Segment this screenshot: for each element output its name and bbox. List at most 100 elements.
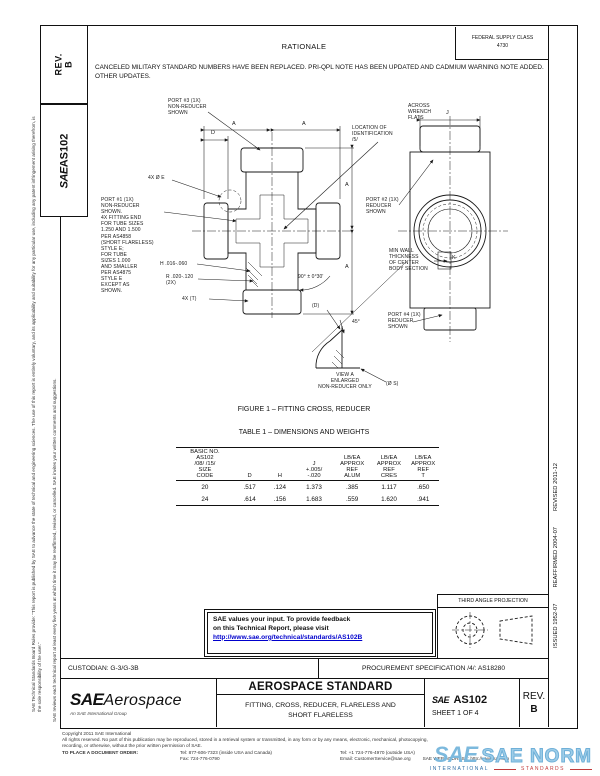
logo-tagline: An SAE International Group	[70, 711, 127, 716]
col-lb-cres: LB/EA APPROX REF CRES	[376, 455, 402, 479]
dim-j: J	[446, 110, 449, 116]
annotation-port2: PORT #2 (1X) REDUCER SHOWN	[366, 197, 399, 216]
cell: 1.683	[306, 495, 322, 503]
cell: 20	[201, 483, 209, 491]
dim-45deg: 45°	[352, 319, 360, 325]
feedback-line1: SAE values your input. To provide feedba…	[213, 616, 351, 623]
federal-supply-class-box: FEDERAL SUPPLY CLASS 4730	[455, 26, 549, 60]
tel-outside: Tel: +1 724-776-4970 (outside USA)	[340, 749, 415, 755]
doc-number-cell: SAE AS102 SHEET 1 OF 4	[425, 679, 520, 727]
cell: .650	[417, 483, 430, 491]
dimension-lines	[163, 111, 481, 383]
standard-title: FITTING, CROSS, REDUCER, FLARELESS AND S…	[245, 702, 396, 719]
dim-4x-e: 4X Ø E	[148, 175, 165, 181]
web-address: SAE WEB ADDRESS: http://www.sae.org	[422, 755, 509, 761]
col-d: D	[247, 473, 252, 479]
col-j: J +.005/ -.020	[305, 461, 323, 479]
watermark-dash-left	[494, 768, 517, 770]
tel-inside: Tel: 877-606-7323 (inside USA and Canada…	[180, 749, 272, 755]
fsc-label: FEDERAL SUPPLY CLASS	[471, 35, 534, 42]
sae-logo: SAE	[70, 690, 104, 709]
dimensions-table: BASIC NO. AS102 /08/ /15/ SIZE CODE D H …	[176, 447, 439, 506]
rights-line: All rights reserved. No part of this pub…	[62, 736, 428, 748]
rationale-title: RATIONALE	[281, 42, 327, 51]
third-angle-projection-icon	[452, 612, 533, 648]
feedback-line2: on this Technical Report, please visit	[213, 624, 329, 632]
annotation-port3: PORT #3 (1X) NON-REDUCER SHOWN	[168, 98, 207, 117]
custodian-cell: CUSTODIAN: G-3/G-3B	[60, 659, 319, 678]
standard-title-cell: AEROSPACE STANDARD FITTING, CROSS, REDUC…	[217, 679, 425, 727]
drawing-frame	[60, 25, 578, 729]
watermark-international: INTERNATIONAL	[429, 766, 490, 772]
front-view	[192, 132, 352, 318]
feedback-link[interactable]: http://www.sae.org/technical/standards/A…	[213, 633, 363, 641]
dim-a-left: A	[232, 121, 236, 127]
watermark-standards: STANDARDS	[521, 766, 565, 772]
projection-box: THIRD ANGLE PROJECTION	[437, 594, 548, 658]
dim-a-lower: A	[345, 264, 349, 270]
rev-cell-label: REV.	[522, 691, 546, 702]
fsc-value: 4730	[496, 42, 509, 49]
issued-strip-divider	[548, 25, 549, 727]
col-lb-alum: LB/EA APPROX REF ALUM	[340, 455, 365, 479]
sae-aerospace-logo-cell: SAEAerospace An SAE International Group	[60, 679, 217, 727]
cell: .385	[346, 483, 359, 491]
annotation-location-id: LOCATION OF IDENTIFICATION /5/	[352, 125, 393, 144]
custodian-row: CUSTODIAN: G-3/G-3B PROCUREMENT SPECIFIC…	[60, 658, 548, 679]
footer-legal: Copyright 2011 SAE International All rig…	[62, 731, 532, 761]
dim-k: K	[452, 255, 456, 261]
rev-cell: REV. B	[520, 679, 548, 727]
cell: .156	[273, 495, 286, 503]
sheet-number: SHEET 1 OF 4	[432, 709, 479, 717]
side-view	[398, 116, 508, 342]
annotation-port4: PORT #4 (1X) REDUCER SHOWN	[388, 312, 421, 331]
col-lb-t: LB/EA APPROX REF T	[411, 455, 436, 479]
table-row: 20 .517 .124 1.373 .385 1.117 .650	[176, 481, 439, 494]
table-caption: TABLE 1 – DIMENSIONS AND WEIGHTS	[238, 429, 370, 436]
projection-label: THIRD ANGLE PROJECTION	[438, 595, 548, 608]
table-header-row: BASIC NO. AS102 /08/ /15/ SIZE CODE D H …	[176, 448, 439, 481]
cell: 24	[201, 495, 209, 503]
rev-block: REV. B	[40, 25, 88, 104]
cell: .124	[273, 483, 286, 491]
watermark-dash-right	[570, 768, 592, 770]
cell: 1.117	[381, 483, 397, 491]
table-row: 24 .614 .156 1.683 .559 1.620 .941	[176, 493, 439, 505]
dim-a-right: A	[302, 121, 306, 127]
dim-h: H .016-.060	[160, 261, 188, 267]
feedback-box: SAE values your input. To provide feedba…	[204, 609, 436, 657]
fax-number: Fax: 724-776-0790	[180, 755, 220, 761]
annotation-port1: PORT #1 (1X) NON-REDUCER SHOWN. 4X FITTI…	[101, 197, 154, 295]
cell: .614	[243, 495, 256, 503]
copyright-line: Copyright 2011 SAE International	[62, 731, 132, 736]
watermark-norm-text: SAE NORM	[481, 746, 592, 768]
doc-number: AS102	[453, 693, 488, 706]
watermark-sae-icon: SAE	[433, 742, 478, 767]
dim-s-paren: (Ø S)	[386, 381, 399, 387]
procurement-cell: PROCUREMENT SPECIFICATION /4/: AS18280	[361, 665, 506, 672]
dim-4x-t: 4X (T)	[182, 296, 197, 302]
cell: .941	[417, 495, 430, 503]
standard-type: AEROSPACE STANDARD	[217, 679, 424, 695]
aerospace-logo-text: Aerospace	[103, 692, 182, 709]
cell: .559	[346, 495, 359, 503]
dim-d-paren: (D)	[312, 303, 320, 309]
figure-caption: FIGURE 1 – FITTING CROSS, REDUCER	[237, 406, 371, 413]
order-label: TO PLACE A DOCUMENT ORDER:	[62, 749, 139, 755]
dim-r: R .020-.120 (2X)	[166, 274, 194, 287]
dim-angle-90: 90° ± 0°30'	[298, 274, 324, 280]
doc-number-block: SAEAS102	[40, 104, 88, 217]
rev-cell-value: B	[530, 704, 538, 715]
annotation-min-wall: MIN WALL THICKNESS OF CENTER BODY SECTIO…	[389, 248, 428, 273]
annotation-view-a: VIEW A ENLARGED NON-REDUCER ONLY	[318, 372, 372, 391]
sae-logo-doc: SAE	[432, 694, 450, 705]
dim-d: D	[211, 130, 215, 136]
cell: 1.620	[381, 495, 397, 503]
title-block: SAEAerospace An SAE International Group …	[60, 679, 548, 727]
dim-a-upper: A	[345, 182, 349, 188]
email-address: Email: CustomerService@sae.org	[340, 755, 411, 761]
col-h: H	[277, 473, 282, 479]
annotation-across-flats: ACROSS WRENCH FLATS	[408, 103, 432, 122]
cell: .517	[243, 483, 256, 491]
